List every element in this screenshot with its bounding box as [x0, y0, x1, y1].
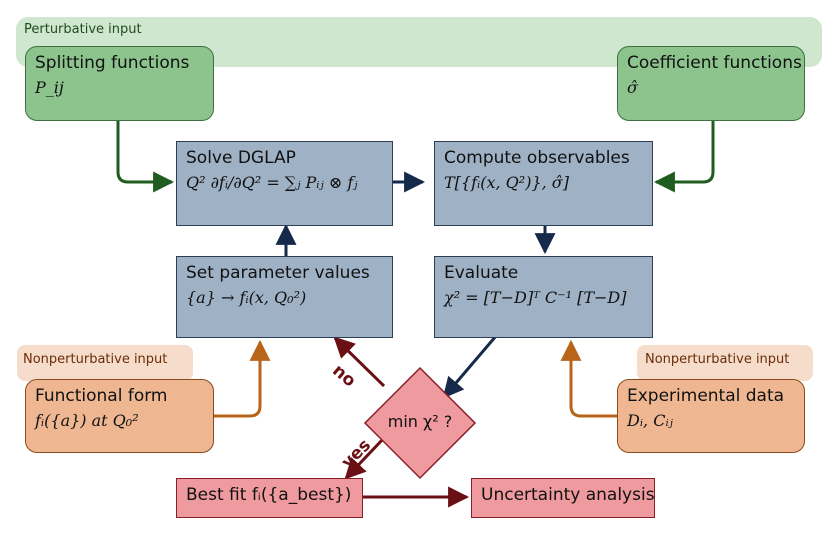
arrow-minchi-to-params: [333, 336, 386, 388]
arrow-evaluate-to-minchi: [442, 335, 498, 399]
set-parameter-values-title: Set parameter values: [186, 263, 370, 283]
coefficient-functions-title: Coefficient functions: [627, 53, 802, 73]
functional-form-math: fᵢ({a}) at Q₀²: [35, 411, 139, 431]
compute-observables-title: Compute observables: [444, 148, 630, 168]
splitting-functions-title: Splitting functions: [35, 53, 190, 73]
functional-form-title: Functional form: [35, 386, 168, 406]
coefficient-functions-math: σ̂: [627, 78, 638, 98]
arrow-experimental-to-evaluate: [560, 339, 617, 418]
uncertainty-analysis-label: Uncertainty analysis: [481, 485, 655, 505]
best-fit-box: Best fit fᵢ({a_best}): [176, 478, 363, 518]
arrow-minchi-to-bestfit: [344, 436, 386, 480]
solve-dglap-math: Q² ∂fᵢ/∂Q² = ∑ⱼ Pᵢⱼ ⊗ fⱼ: [186, 173, 358, 193]
nonperturbative-band-left: Nonperturbative input: [17, 345, 193, 381]
min-chi2-diamond: [363, 366, 477, 480]
splitting-functions-box: Splitting functions P_ij: [25, 46, 214, 121]
compute-observables-box: Compute observables T[{fᵢ(x, Q²)}, σ̂]: [434, 141, 653, 226]
arrow-functional-to-params: [193, 339, 271, 418]
functional-form-box: Functional form fᵢ({a}) at Q₀²: [25, 379, 214, 453]
splitting-functions-math: P_ij: [35, 78, 64, 98]
nonperturbative-band-right: Nonperturbative input: [637, 345, 813, 381]
experimental-data-title: Experimental data: [627, 386, 785, 406]
perturbative-input-label: Perturbative input: [24, 22, 142, 37]
experimental-data-math: Dᵢ, Cᵢⱼ: [627, 411, 673, 431]
arrow-splitting-to-dglap: [116, 120, 175, 193]
evaluate-math: χ² = [T−D]ᵀ C⁻¹ [T−D]: [444, 288, 627, 308]
compute-observables-math: T[{fᵢ(x, Q²)}, σ̂]: [444, 173, 569, 193]
nonperturbative-label-right: Nonperturbative input: [645, 352, 790, 367]
experimental-data-box: Experimental data Dᵢ, Cᵢⱼ: [617, 379, 805, 453]
arrow-coefficient-to-observables: [653, 120, 715, 193]
best-fit-label: Best fit fᵢ({a_best}): [186, 485, 352, 505]
coefficient-functions-box: Coefficient functions σ̂: [617, 46, 805, 121]
nonperturbative-label-left: Nonperturbative input: [23, 352, 168, 367]
evaluate-title: Evaluate: [444, 263, 519, 283]
min-chi2-label: min χ² ?: [387, 412, 453, 431]
solve-dglap-title: Solve DGLAP: [186, 148, 296, 168]
set-parameter-values-math: {a} → fᵢ(x, Q₀²): [186, 288, 307, 308]
set-parameter-values-box: Set parameter values {a} → fᵢ(x, Q₀²): [176, 256, 393, 338]
solve-dglap-box: Solve DGLAP Q² ∂fᵢ/∂Q² = ∑ⱼ Pᵢⱼ ⊗ fⱼ: [176, 141, 393, 226]
uncertainty-analysis-box: Uncertainty analysis: [471, 478, 655, 518]
evaluate-box: Evaluate χ² = [T−D]ᵀ C⁻¹ [T−D]: [434, 256, 653, 338]
